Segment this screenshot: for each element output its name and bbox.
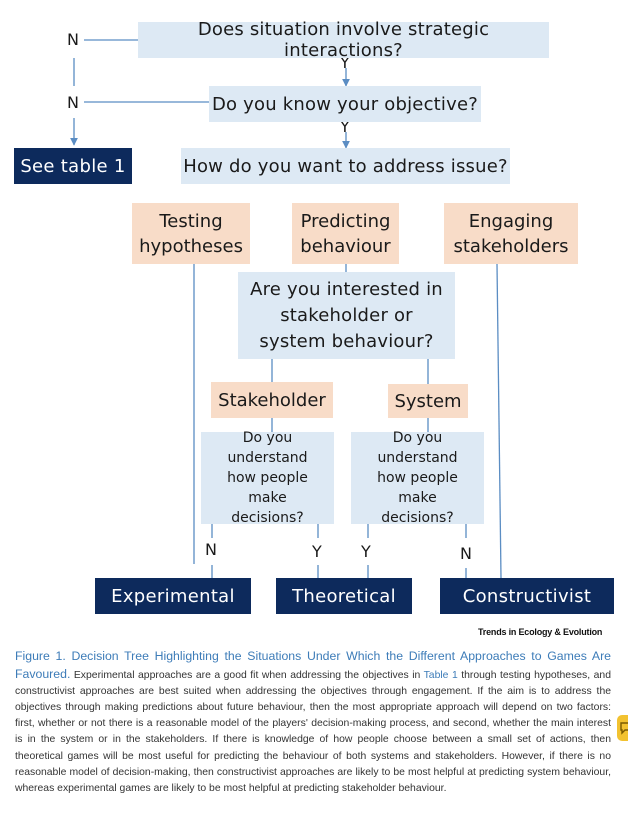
table-1-link[interactable]: Table 1 [423,670,458,682]
caption-title: Figure 1. Decision Tree Highlighting the… [15,649,611,682]
connector-engaging-constructivist [496,263,502,579]
label-n-right: N [460,544,472,563]
caption-text-2: through testing hypotheses, and construc… [15,670,611,794]
result-constructivist: Constructivist [440,578,614,614]
question-strategic-interactions: Does situation involve strategic interac… [138,19,549,61]
feedback-icon[interactable] [617,715,628,741]
caption-text-1: Experimental approaches are a good fit w… [70,670,424,682]
label-y-q2: Y [340,117,350,136]
label-n-left: N [205,540,217,559]
option-stakeholder: Stakeholder [211,382,333,418]
label-n-q1: N [67,30,79,49]
result-theoretical: Theoretical [276,578,412,614]
label-y-right: Y [361,542,371,561]
question-address-issue: How do you want to address issue? [181,148,510,184]
label-y-left: Y [312,542,322,561]
result-experimental: Experimental [95,578,251,614]
label-y-q1: Y [340,53,350,72]
journal-brand: Trends in Ecology & Evolution [478,627,603,637]
option-system: System [388,384,468,418]
option-predicting-behaviour: Predicting behaviour [292,203,399,264]
question-decisions-stakeholder: Do you understand how people make decisi… [201,430,334,526]
question-decisions-system: Do you understand how people make decisi… [351,430,484,526]
see-table-1: See table 1 [14,148,132,184]
option-engaging-stakeholders: Engaging stakeholders [444,203,578,264]
figure-caption: Figure 1. Decision Tree Highlighting the… [15,648,611,797]
option-testing-hypotheses: Testing hypotheses [132,203,250,264]
question-know-objective: Do you know your objective? [209,86,481,122]
question-stakeholder-or-system: Are you interested in stakeholder or sys… [238,272,455,359]
label-n-q2: N [67,93,79,112]
